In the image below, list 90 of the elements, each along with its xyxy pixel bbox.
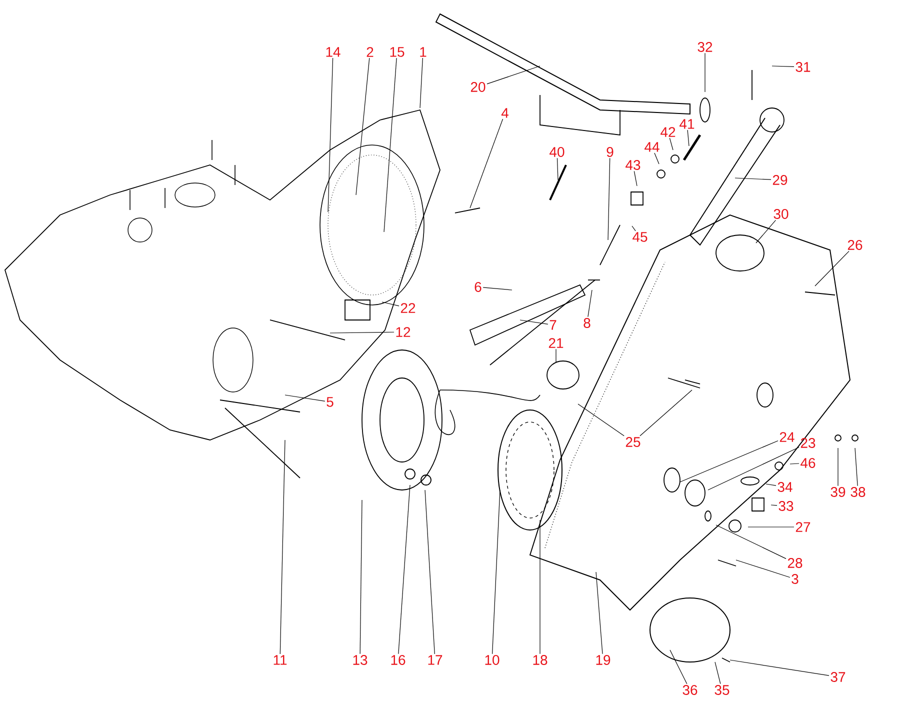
callout-number: 7	[550, 320, 556, 330]
leader-line	[669, 138, 674, 150]
leader-line	[382, 302, 400, 306]
callout-number: 24	[780, 432, 794, 442]
leader-line	[772, 66, 794, 67]
callout-number: 3	[792, 574, 798, 584]
leader-line	[736, 560, 790, 578]
leader-line	[520, 320, 548, 325]
leader-line	[486, 66, 540, 84]
leader-line	[608, 158, 610, 240]
callout-number: 9	[606, 147, 614, 157]
callout-number: 10	[485, 655, 500, 665]
callout-number: 2	[366, 47, 374, 57]
leader-line	[687, 130, 690, 146]
callout-number: 1	[420, 47, 426, 57]
leader-line	[360, 500, 362, 654]
callout-number: 32	[698, 42, 712, 52]
callout-number: 11	[274, 655, 287, 665]
leader-line	[492, 490, 500, 654]
leader-line	[578, 404, 624, 436]
callout-number: 29	[772, 175, 788, 185]
leader-line	[424, 490, 435, 654]
callout-number: 23	[800, 438, 816, 448]
callout-number: 44	[644, 142, 660, 152]
leader-line	[854, 448, 858, 486]
callout-number: 26	[848, 240, 862, 250]
leader-line	[384, 58, 397, 232]
callout-number: 21	[548, 338, 564, 348]
leader-line	[766, 484, 776, 486]
leader-line	[654, 152, 660, 164]
callout-number: 15	[390, 47, 404, 57]
callout-number: 27	[796, 522, 810, 532]
leader-line	[420, 58, 423, 108]
callout-number: 18	[533, 655, 548, 665]
callout-number: 37	[830, 672, 846, 682]
leader-line	[470, 118, 504, 208]
callout-number: 31	[796, 62, 810, 72]
callout-number: 8	[584, 318, 590, 328]
leader-line	[756, 220, 776, 244]
leader-line	[790, 463, 800, 464]
callout-number: 41	[680, 119, 694, 129]
callout-number: 16	[391, 655, 406, 665]
leader-line	[330, 332, 394, 334]
callout-number: 4	[501, 108, 508, 118]
callout-number: 22	[400, 303, 416, 313]
callout-number: 17	[428, 655, 442, 665]
callout-number: 12	[396, 327, 410, 337]
callout-number: 36	[682, 685, 698, 695]
callout-number: 42	[660, 127, 676, 137]
leader-line	[716, 524, 786, 559]
leader-line	[730, 660, 830, 676]
callout-number: 6	[474, 282, 482, 292]
leader-line	[708, 446, 800, 490]
callout-number: 30	[774, 209, 788, 219]
callout-number: 40	[550, 147, 564, 157]
callout-number: 43	[626, 160, 640, 170]
callout-number: 45	[632, 232, 648, 242]
callout-number: 13	[353, 655, 368, 665]
leader-line	[482, 287, 512, 290]
callout-number: 28	[788, 558, 802, 568]
callout-number: 14	[326, 47, 340, 57]
callout-number: 5	[326, 397, 334, 407]
leader-line	[280, 440, 286, 654]
callout-number: 38	[850, 487, 866, 497]
leader-line	[356, 58, 370, 196]
leader-line	[670, 650, 688, 684]
leader-line	[632, 226, 636, 232]
leader-line	[284, 394, 326, 402]
leader-line	[704, 52, 706, 92]
leader-line	[596, 572, 603, 654]
callout-number: 46	[800, 458, 816, 468]
callout-number: 34	[778, 482, 792, 492]
callout-number: 25	[626, 437, 640, 447]
callout-number: 19	[596, 655, 610, 665]
leader-line	[714, 662, 721, 684]
leader-line	[588, 290, 592, 318]
callout-number: 35	[714, 685, 730, 695]
callout-number: 39	[830, 487, 846, 497]
leader-line	[640, 390, 692, 436]
leader-line	[770, 504, 778, 506]
leader-line	[556, 158, 558, 180]
leader-line	[680, 440, 778, 482]
leader-line	[398, 484, 410, 654]
leader-line	[814, 250, 850, 286]
leader-line	[634, 170, 638, 186]
leader-line	[328, 58, 334, 212]
leader-line	[734, 178, 772, 180]
callout-number: 20	[470, 82, 486, 92]
callout-number: 33	[778, 501, 794, 511]
leader-line	[748, 526, 794, 528]
